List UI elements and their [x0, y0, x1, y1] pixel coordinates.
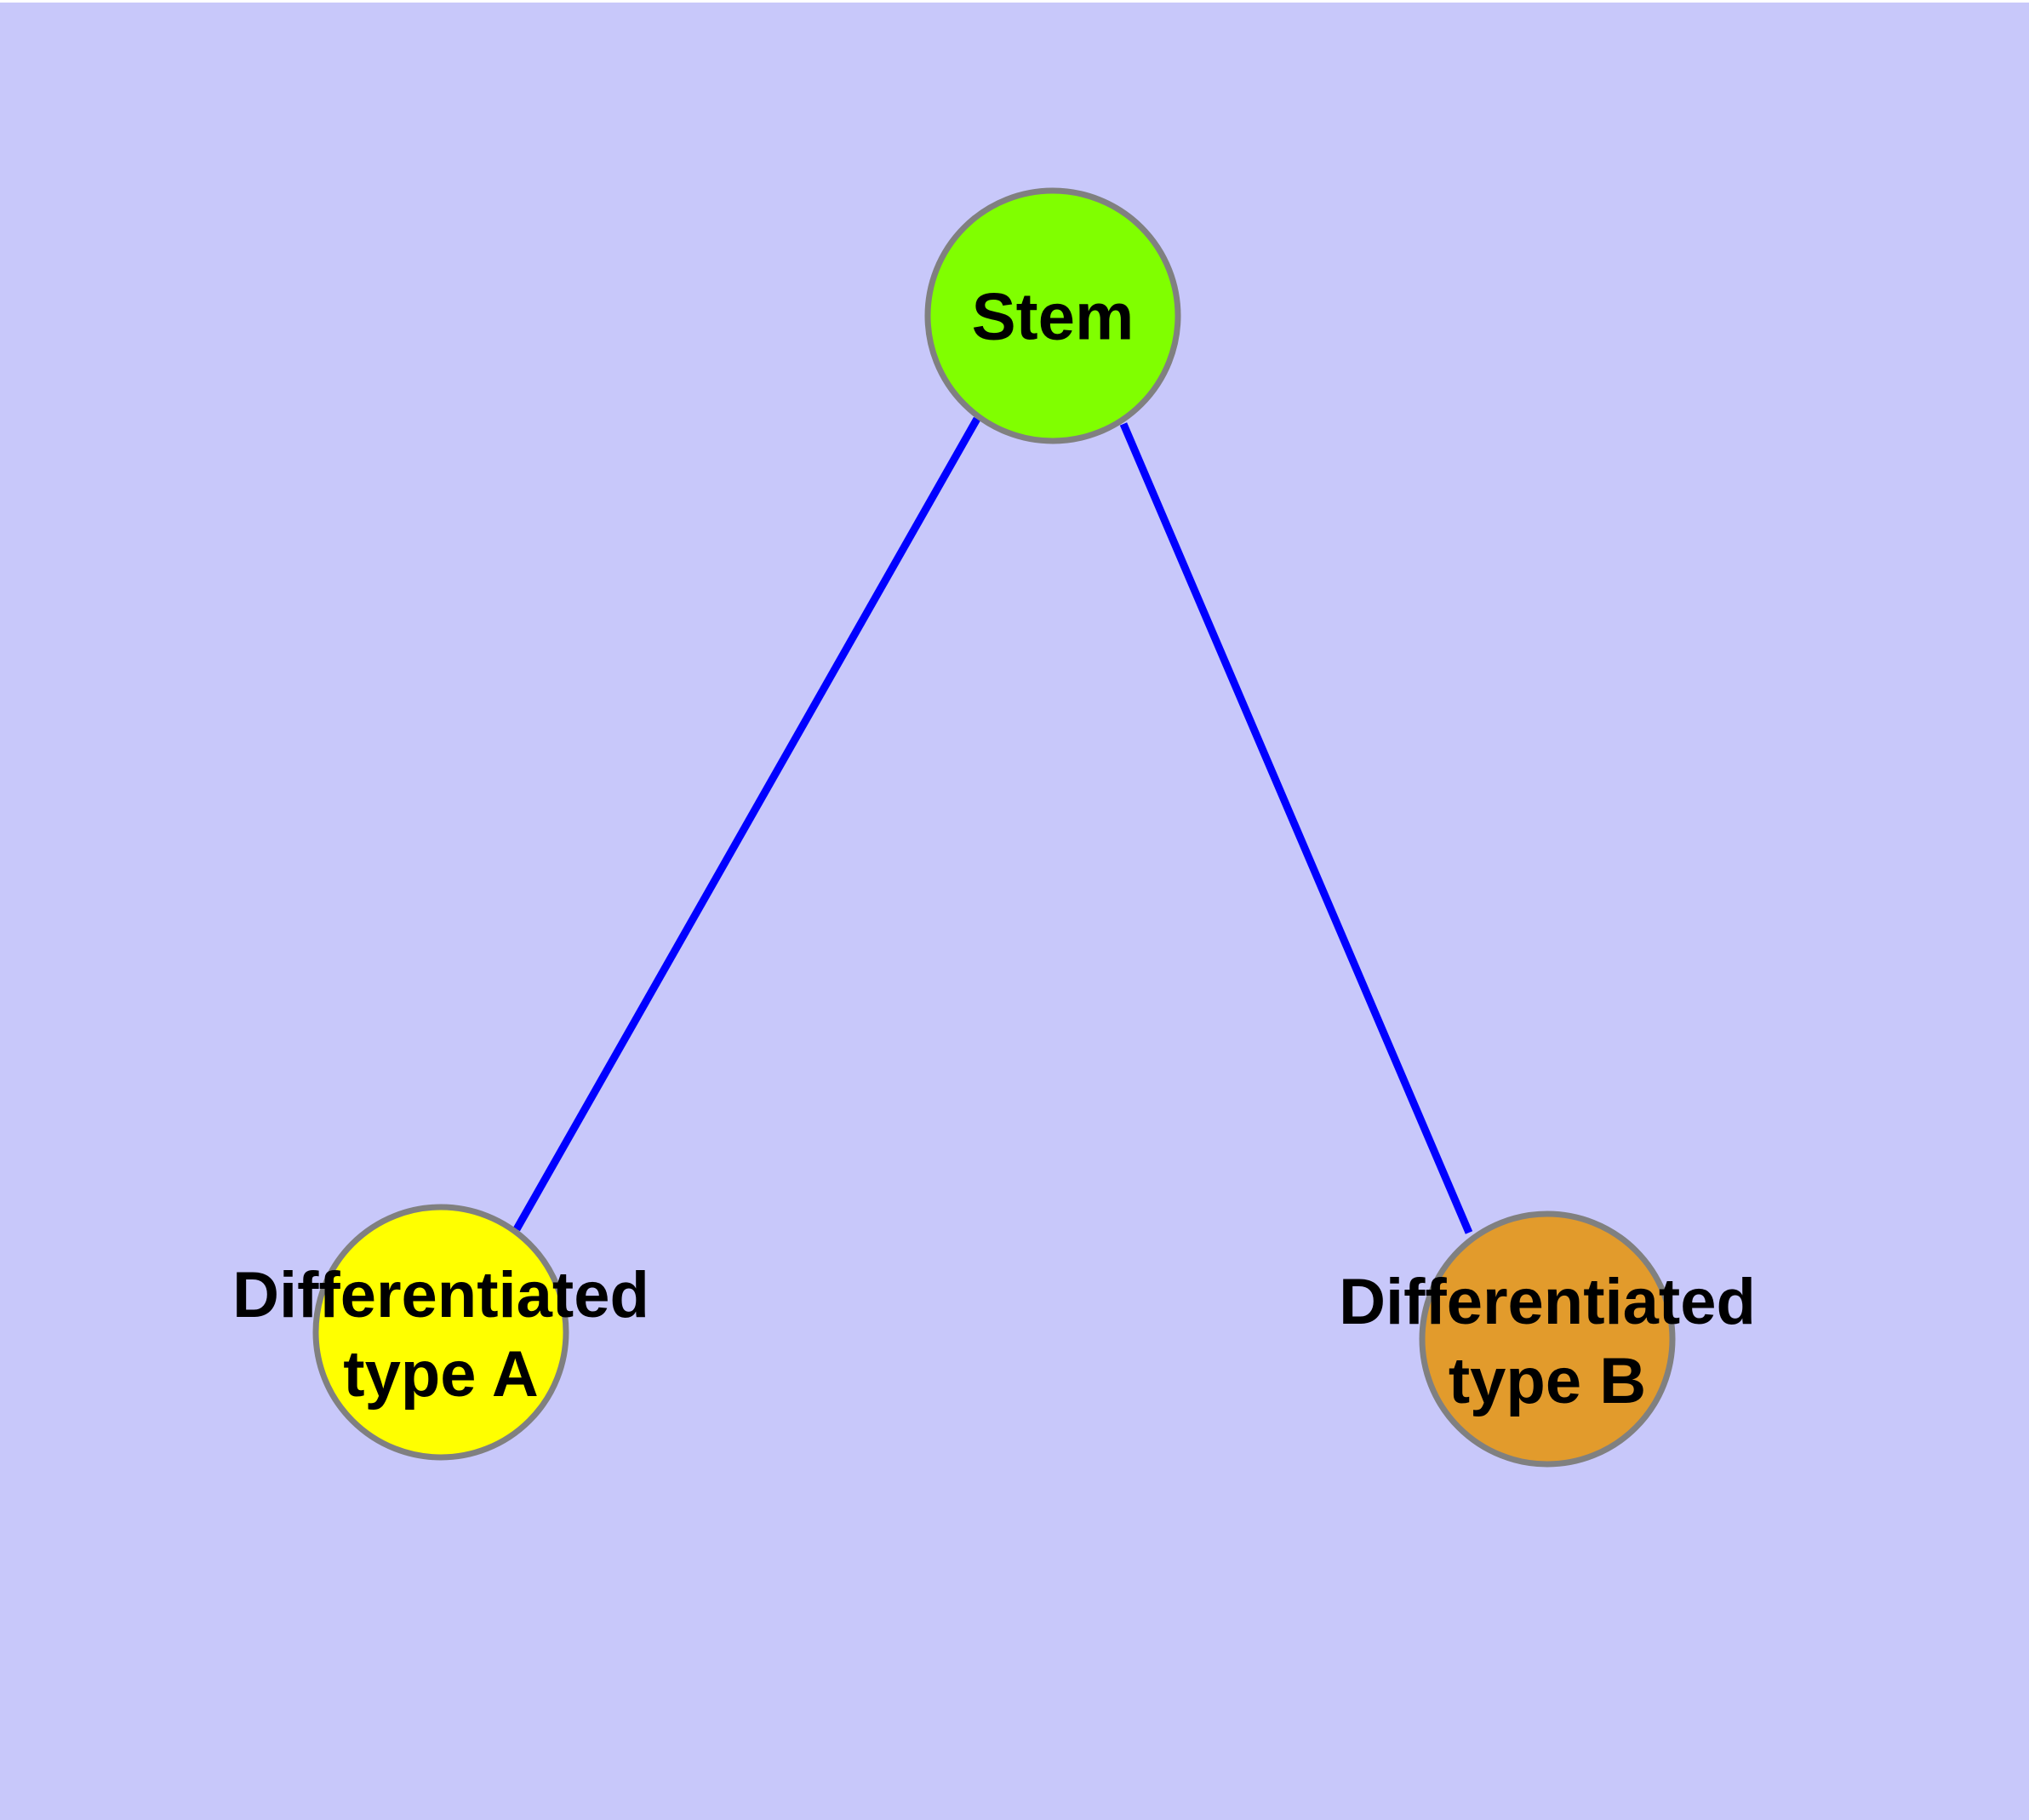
node-layer: Stem Differentiated type A Differentiate…: [232, 187, 1756, 1468]
node-differentiated-type-b[interactable]: Differentiated type B: [1339, 1210, 1756, 1468]
node-stem-circle[interactable]: [924, 187, 1181, 444]
node-differentiated-type-a-circle[interactable]: [312, 1204, 569, 1461]
node-stem-label: Stem: [972, 279, 1135, 354]
node-differentiated-type-a-label-line2: type A: [343, 1338, 538, 1411]
node-differentiated-type-a-label-line1: Differentiated: [232, 1259, 649, 1331]
node-stem[interactable]: Stem: [924, 187, 1181, 444]
node-differentiated-type-b-label-line2: type B: [1449, 1345, 1646, 1417]
node-differentiated-type-a[interactable]: Differentiated type A: [232, 1204, 649, 1461]
edge-stem-to-differentiated-type-a[interactable]: [513, 416, 980, 1232]
node-differentiated-type-b-label-line1: Differentiated: [1339, 1266, 1756, 1338]
edge-layer: [513, 416, 1473, 1234]
edge-stem-to-differentiated-type-b[interactable]: [1119, 422, 1473, 1234]
node-differentiated-type-b-circle[interactable]: [1419, 1210, 1676, 1468]
